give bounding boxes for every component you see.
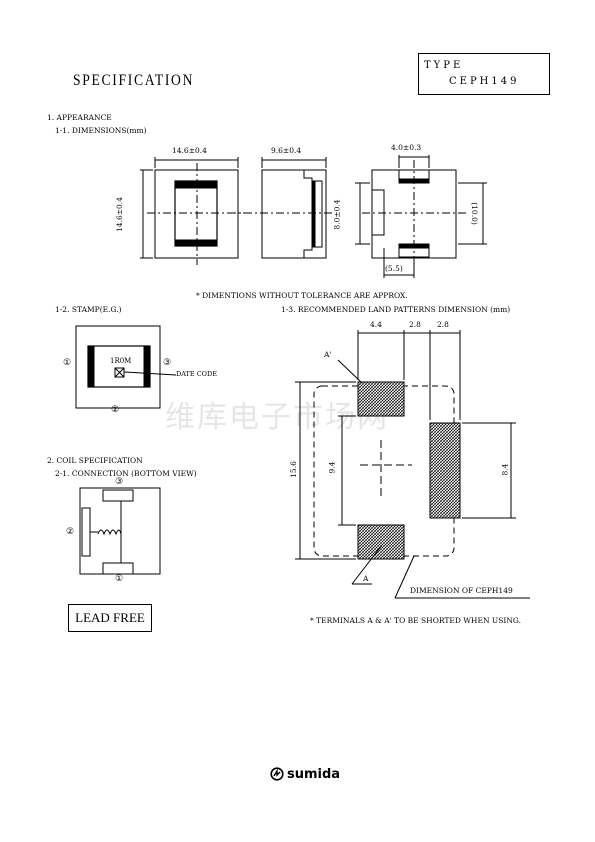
type-box: TYPE CEPH149 <box>418 53 550 95</box>
dim-terminal-width-label: 4.0±0.3 <box>391 143 422 152</box>
dim-ref-height-label: (10.0) <box>469 202 479 225</box>
dim-ref-offset-label: (5.5) <box>385 264 403 273</box>
stamp-marking: 1R0M <box>110 357 132 365</box>
dim-height-label: 14.6±0.4 <box>114 197 124 232</box>
coil-heading: 2. COIL SPECIFICATION <box>47 456 143 465</box>
tolerance-note: * DIMENTIONS WITHOUT TOLERANCE ARE APPRO… <box>196 291 408 300</box>
land-dim-a: 4.4 <box>370 320 382 329</box>
appearance-heading: 1. APPEARANCE <box>47 113 112 122</box>
stamp-drawing <box>75 325 177 409</box>
stamp-pin3: ③ <box>163 358 172 368</box>
stamp-pin1: ① <box>63 358 72 368</box>
terminals-note: * TERMINALS A & A' TO BE SHORTED WHEN US… <box>310 616 521 625</box>
sumida-logo-icon <box>270 767 284 781</box>
dim-width-label: 14.6±0.4 <box>172 146 207 155</box>
stamp-heading: 1-2. STAMP(E.G.) <box>55 305 122 314</box>
land-pattern-heading: 1-3. RECOMMENDED LAND PATTERNS DIMENSION… <box>281 305 511 314</box>
land-dim-total-height: 15.6 <box>288 461 298 478</box>
land-dim-c: 2.8 <box>437 320 449 329</box>
land-dim-gap: 9.4 <box>327 461 337 474</box>
coil-pin1: ① <box>115 574 124 584</box>
coil-pin2: ② <box>66 527 75 537</box>
terminal-a-label: A <box>363 574 369 583</box>
type-value: CEPH149 <box>449 76 520 87</box>
land-pattern-drawing <box>295 330 530 599</box>
sumida-logo-text: sumida <box>287 766 341 782</box>
date-code-label: DATE CODE <box>176 370 217 378</box>
land-dim-b: 2.8 <box>409 320 421 329</box>
land-dim-pad-height: 8.4 <box>500 463 510 476</box>
type-label: TYPE <box>424 60 464 71</box>
dimensions-heading: 1-1. DIMENSIONS(mm) <box>55 126 147 135</box>
side-view <box>228 157 335 259</box>
terminal-a-prime-label: A' <box>324 350 332 359</box>
stamp-pin2: ② <box>111 405 120 415</box>
connection-drawing <box>79 487 161 575</box>
page-title: SPECIFICATION <box>73 72 195 89</box>
sumida-logo: sumida <box>270 764 340 784</box>
bottom-view <box>355 155 487 278</box>
coil-pin3: ③ <box>115 477 124 487</box>
watermark-text: 维库电子市场网 <box>165 400 389 435</box>
outline-label: DIMENSION OF CEPH149 <box>410 586 513 595</box>
dim-terminal-span-label: 8.0±0.4 <box>332 199 342 230</box>
connection-heading: 2-1. CONNECTION (BOTTOM VIEW) <box>55 469 197 478</box>
dim-depth-label: 9.6±0.4 <box>271 146 302 155</box>
lead-free-badge: LEAD FREE <box>68 604 152 632</box>
front-view <box>140 157 245 265</box>
